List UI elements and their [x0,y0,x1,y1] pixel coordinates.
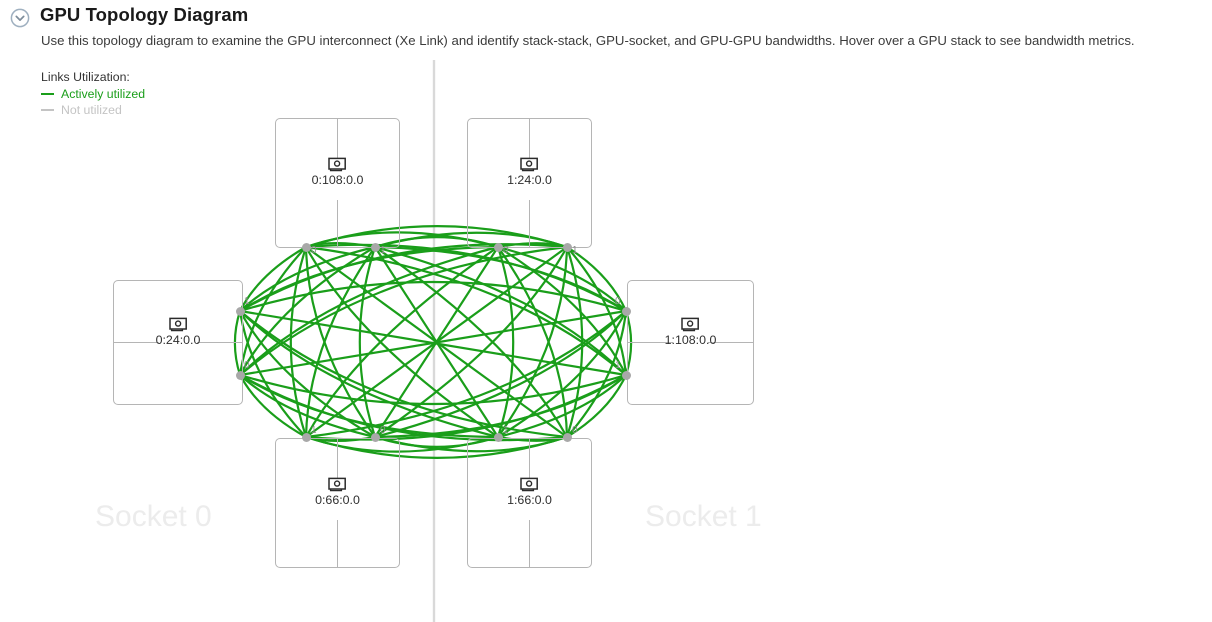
xe-link-edge[interactable] [304,309,628,439]
xe-link-edge[interactable] [238,280,628,313]
legend-label-inactive: Not utilized [61,103,122,117]
xe-link-edge[interactable] [238,245,308,313]
gpu-port-label: 1 [311,425,317,436]
xe-link-edge[interactable] [238,245,500,313]
xe-link-edge[interactable] [565,373,628,439]
xe-link-edge[interactable] [289,245,308,439]
xe-link-edge[interactable] [238,245,569,377]
xe-link-edge[interactable] [304,245,569,439]
xe-link-edge[interactable] [373,245,628,313]
xe-link-edge[interactable] [238,309,308,439]
xe-link-edge[interactable] [304,245,377,439]
gpu-port-0[interactable] [235,370,245,380]
legend-line-swatch-inactive [41,109,54,111]
xe-link-edge[interactable] [238,373,628,406]
xe-link-edge[interactable] [238,309,569,439]
legend-item-not-utilized: Not utilized [41,102,145,118]
xe-link-edges [233,225,633,459]
gpu-port-1[interactable] [562,242,572,252]
xe-link-edge[interactable] [496,245,628,313]
xe-link-edge[interactable] [238,309,377,439]
xe-link-edge[interactable] [304,245,500,439]
legend-line-swatch-active [41,93,54,95]
page-subtitle: Use this topology diagram to examine the… [41,33,1135,48]
xe-link-edge[interactable] [565,245,584,439]
xe-link-edge[interactable] [238,245,308,377]
legend-label-active: Actively utilized [61,87,146,101]
xe-link-edge[interactable] [238,245,377,313]
gpu-port-0[interactable] [370,432,380,442]
xe-link-edge[interactable] [373,245,500,439]
xe-link-edge[interactable] [373,245,569,439]
gpu-port-0[interactable] [301,242,311,252]
gpu-port-label: 0 [380,425,386,436]
legend-title: Links Utilization: [41,70,130,84]
gpu-box-0-108-0-0[interactable] [275,118,400,248]
xe-link-edge[interactable] [496,245,569,439]
socket-1-watermark: Socket 1 [645,500,762,533]
xe-link-edge[interactable] [238,245,377,377]
xe-link-edge[interactable] [304,245,377,439]
socket-0-watermark: Socket 0 [95,500,212,533]
gpu-box-1-108-0-0[interactable] [627,280,754,405]
xe-link-edge[interactable] [565,245,628,313]
gpu-port-0[interactable] [493,242,503,252]
xe-link-edge[interactable] [373,309,628,439]
xe-link-edge[interactable] [304,243,628,313]
xe-link-edge[interactable] [304,245,628,377]
xe-link-edge[interactable] [238,309,500,439]
chevron-down-circle-icon[interactable] [10,8,30,28]
gpu-port-label: 0 [572,425,578,436]
gpu-port-1[interactable] [370,242,380,252]
xe-link-edge[interactable] [496,245,628,377]
xe-link-edge[interactable] [565,309,628,439]
xe-link-edge[interactable] [496,309,628,439]
xe-link-edge[interactable] [565,245,628,377]
legend-item-actively-utilized: Actively utilized [41,86,145,102]
gpu-port-0[interactable] [562,432,572,442]
gpu-port-1[interactable] [621,370,631,380]
gpu-port-label: 0 [244,360,250,371]
xe-link-edge[interactable] [304,245,569,439]
xe-link-edge[interactable] [373,373,628,439]
xe-link-edge[interactable] [373,245,500,439]
gpu-port-label: 0 [615,296,621,307]
gpu-port-1[interactable] [493,432,503,442]
xe-link-edge[interactable] [373,245,628,377]
xe-link-edge[interactable] [304,245,500,439]
xe-link-edge[interactable] [238,245,500,377]
xe-link-edge[interactable] [238,373,569,442]
xe-link-edge[interactable] [238,373,500,439]
xe-link-edge[interactable] [358,245,377,439]
gpu-port-label: 1 [503,425,509,436]
xe-link-edge[interactable] [238,373,308,439]
xe-link-edge[interactable] [496,245,569,439]
gpu-box-0-24-0-0[interactable] [113,280,243,405]
gpu-port-label: 1 [615,360,621,371]
gpu-box-0-66-0-0[interactable] [275,438,400,568]
gpu-box-1-24-0-0[interactable] [467,118,592,248]
xe-link-edge[interactable] [238,309,628,377]
xe-link-edge[interactable] [238,243,569,313]
gpu-port-0[interactable] [621,306,631,316]
xe-link-edge[interactable] [304,373,628,441]
xe-link-edge[interactable] [238,373,377,439]
xe-link-edge[interactable] [496,245,515,439]
gpu-port-1[interactable] [235,306,245,316]
gpu-port-label: 1 [244,296,250,307]
page-title: GPU Topology Diagram [40,4,249,25]
gpu-box-1-66-0-0[interactable] [467,438,592,568]
links-utilization-legend: Links Utilization: Actively utilized Not… [41,70,145,118]
xe-link-edge[interactable] [238,309,628,377]
xe-link-edge[interactable] [373,245,569,439]
xe-link-edge[interactable] [496,373,628,439]
gpu-port-1[interactable] [301,432,311,442]
